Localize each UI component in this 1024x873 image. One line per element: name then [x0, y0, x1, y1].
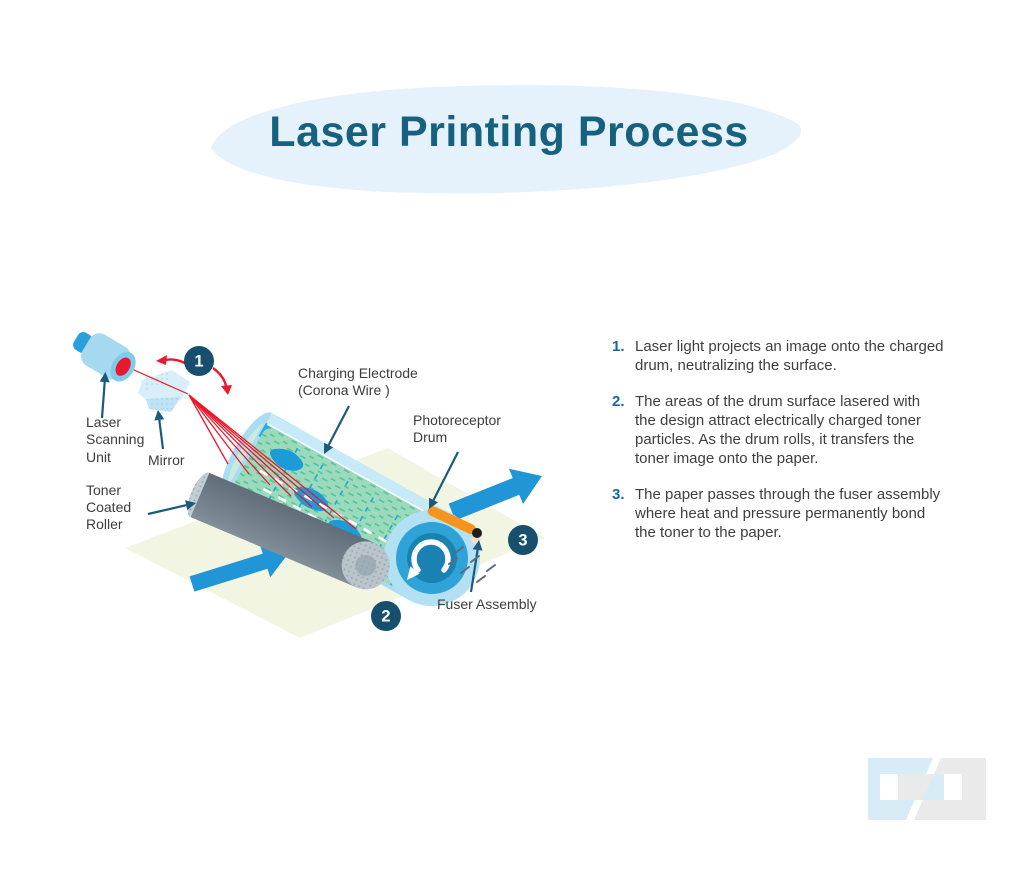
- label-mirror: Mirror: [148, 452, 185, 468]
- label-fuser-assembly: Fuser Assembly: [437, 596, 537, 612]
- laser-scanning-unit-illustration: [73, 332, 136, 382]
- badge-1-number: 1: [194, 353, 203, 371]
- badge-2-number: 2: [381, 608, 390, 626]
- list-item: 2. The areas of the drum surface lasered…: [612, 392, 958, 468]
- step-text: The areas of the drum surface lasered wi…: [635, 393, 921, 467]
- logo-left-bracket: [868, 758, 944, 820]
- drum-end-face: [384, 510, 480, 606]
- corona-wire-strip: [266, 413, 457, 527]
- label-toner-roller-line3: Roller: [86, 516, 123, 532]
- toner-roller-illustration: [187, 472, 390, 590]
- badge-3: 3: [508, 525, 538, 555]
- step-number: 1.: [612, 338, 625, 355]
- logo-right-bracket: [898, 758, 986, 820]
- label-laser-scanning-unit-line3: Unit: [86, 449, 111, 465]
- list-item: 1. Laser light projects an image onto th…: [612, 337, 958, 375]
- paper-out-arrow-icon: [448, 468, 542, 521]
- label-arrows: [100, 381, 479, 593]
- laser-beam: [124, 365, 189, 395]
- fuser-roller-dot: [472, 528, 482, 538]
- scan-direction-arrows: [165, 358, 228, 387]
- label-charging-electrode-line2: (Corona Wire ): [298, 382, 390, 398]
- title-banner: Laser Printing Process: [203, 76, 815, 198]
- laser-printing-diagram: 1 2 3 Laser Scanning Unit Mirror Chargin…: [73, 332, 545, 638]
- fuser-assembly-illustration: [427, 506, 483, 548]
- step-number: 3.: [612, 486, 625, 503]
- badge-3-number: 3: [518, 532, 527, 550]
- label-arrowheads: [99, 372, 483, 551]
- fuser-bar: [427, 506, 476, 535]
- rotation-arrow-icon: [411, 539, 451, 573]
- label-photoreceptor-drum-line1: Photoreceptor: [413, 412, 501, 428]
- step-number: 2.: [612, 393, 625, 410]
- laser-rays: [188, 394, 357, 530]
- paper-in-arrow-icon: [189, 545, 288, 592]
- badge-1: 1: [184, 346, 214, 376]
- label-toner-roller-line1: Toner: [86, 482, 121, 498]
- badge-2: 2: [371, 601, 401, 631]
- page-title: Laser Printing Process: [269, 108, 749, 156]
- list-item: 3. The paper passes through the fuser as…: [612, 485, 958, 542]
- step-text: Laser light projects an image onto the c…: [635, 338, 944, 374]
- title-blob-shape: [211, 85, 802, 194]
- process-steps-list: 1. Laser light projects an image onto th…: [612, 330, 958, 559]
- label-photoreceptor-drum-line2: Drum: [413, 429, 447, 445]
- label-laser-scanning-unit-line2: Scanning: [86, 431, 144, 447]
- label-toner-roller-line2: Coated: [86, 499, 131, 515]
- fuser-heat-dashes: [448, 546, 496, 583]
- laser-lens: [115, 357, 131, 376]
- label-laser-scanning-unit-line1: Laser: [86, 414, 121, 430]
- brand-logo: [868, 758, 986, 820]
- step-text: The paper passes through the fuser assem…: [635, 486, 941, 541]
- label-charging-electrode-line1: Charging Electrode: [298, 365, 418, 381]
